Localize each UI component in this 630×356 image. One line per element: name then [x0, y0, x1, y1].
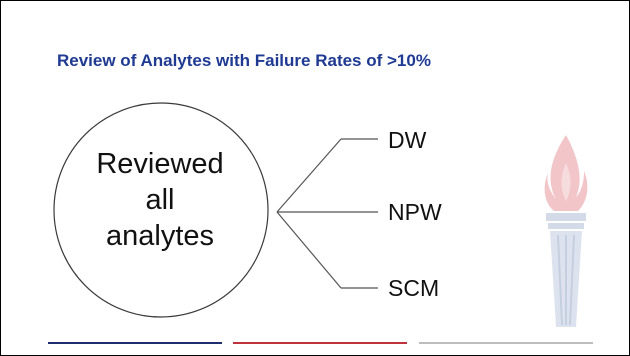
center-line-3: analytes [105, 220, 214, 252]
branch-label-npw: NPW [388, 199, 442, 225]
branch-label-scm: SCM [388, 275, 440, 301]
center-line-2: all [145, 184, 175, 216]
slide-title: Review of Analytes with Failure Rates of… [57, 51, 431, 70]
footer-bar-red [233, 342, 407, 344]
torch-icon [544, 135, 588, 327]
footer-bar-navy [48, 342, 222, 344]
center-line-1: Reviewed [96, 148, 224, 180]
connector-dw [276, 138, 342, 213]
connector-scm [276, 211, 342, 289]
branch-label-dw: DW [388, 127, 427, 153]
footer-bar-gray [419, 342, 593, 344]
center-circle [53, 102, 269, 318]
center-node-text: Reviewed all analytes [50, 146, 270, 254]
